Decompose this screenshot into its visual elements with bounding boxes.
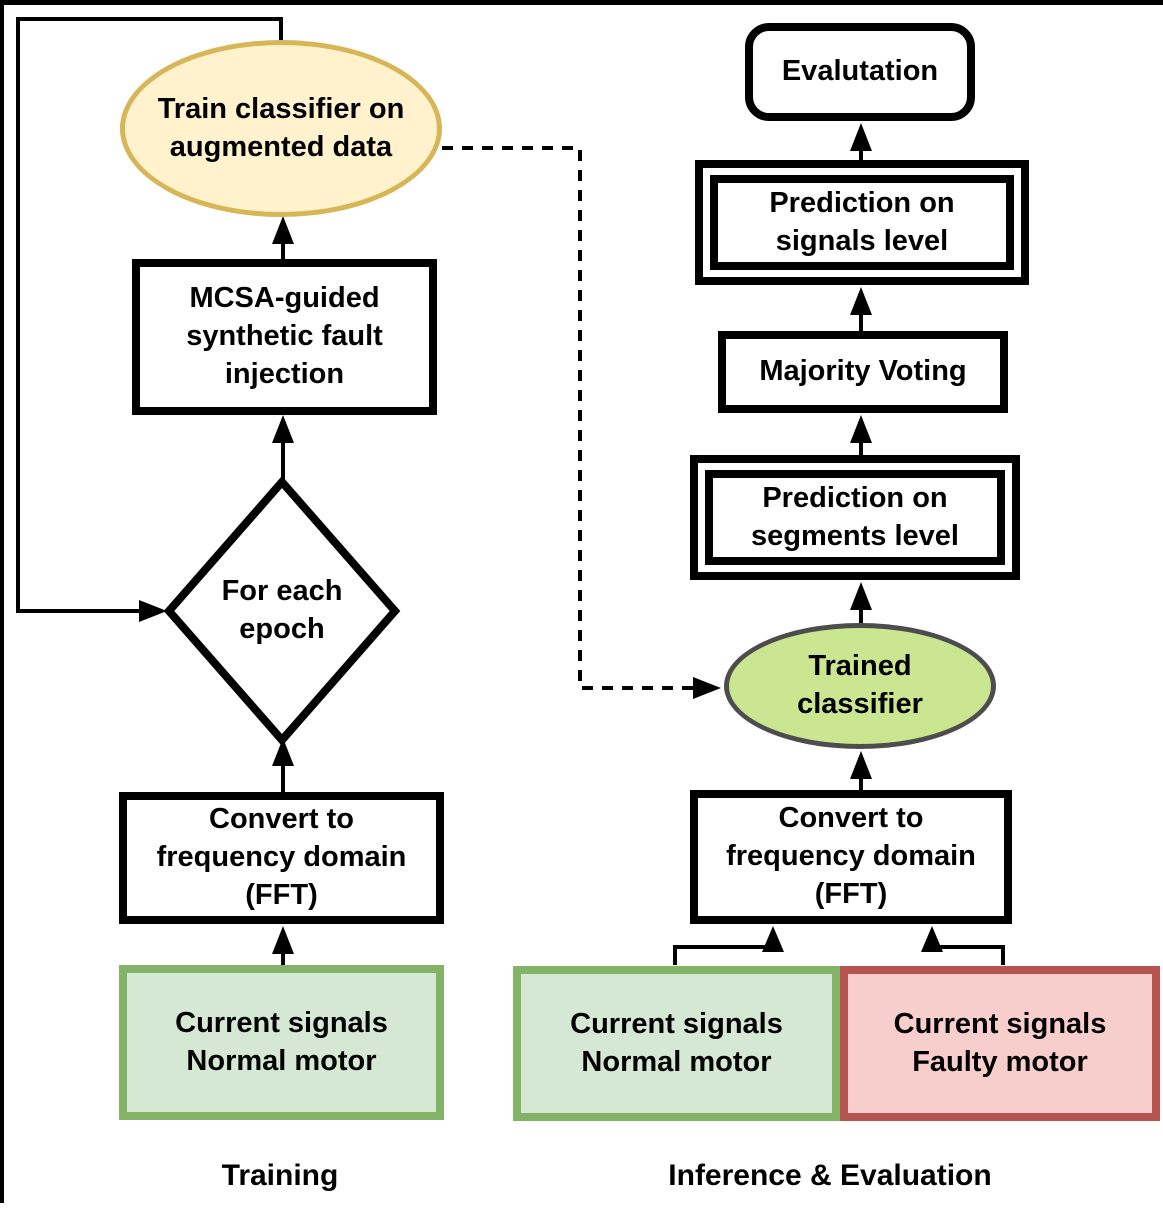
frame-left-border (0, 0, 4, 1203)
arrowhead (272, 415, 294, 443)
fft-box-inference: Convert to frequency domain (FFT) (690, 790, 1012, 924)
train-classifier-ellipse: Train classifier on augmented data (120, 40, 442, 217)
trained-classifier-ellipse: Trained classifier (724, 623, 996, 749)
training-column-label: Training (221, 1158, 339, 1192)
arrowhead (850, 751, 872, 779)
arrowhead (850, 415, 872, 443)
arrowhead (850, 582, 872, 610)
arrowhead (272, 216, 294, 244)
elbow-faulty-to-fft (932, 945, 1005, 965)
for-each-epoch-label: For each epoch (221, 575, 343, 645)
majority-voting-box: Majority Voting (718, 331, 1008, 413)
dashed-arrow-line (442, 146, 696, 690)
for-each-epoch-diamond (163, 475, 401, 747)
current-signals-normal-inference-box: Current signals Normal motor (513, 966, 840, 1121)
arrowhead (850, 287, 872, 315)
current-signals-faulty-box: Current signals Faulty motor (840, 966, 1160, 1121)
fft-box-training: Convert to frequency domain (FFT) (119, 792, 444, 924)
prediction-segments-box: Prediction on segments level (705, 470, 1005, 565)
arrowhead (762, 926, 784, 952)
current-signals-normal-training-box: Current signals Normal motor (119, 965, 444, 1120)
prediction-segments-frame: Prediction on segments level (690, 455, 1020, 580)
arrowhead (921, 926, 943, 952)
elbow-normal-to-fft (673, 945, 773, 965)
loop-arrow-line (16, 17, 283, 613)
arrowhead (272, 926, 294, 954)
arrowhead (272, 738, 294, 766)
loop-arrowhead (139, 600, 167, 622)
prediction-signals-box: Prediction on signals level (710, 175, 1014, 270)
evaluation-box: Evalutation (745, 23, 975, 121)
inference-column-label: Inference & Evaluation (668, 1158, 992, 1192)
mcsa-fault-injection-box: MCSA-guided synthetic fault injection (132, 259, 437, 415)
frame-top-border (0, 0, 1163, 5)
prediction-signals-frame: Prediction on signals level (695, 160, 1029, 285)
dashed-arrowhead (693, 677, 721, 699)
arrowhead (850, 123, 872, 151)
